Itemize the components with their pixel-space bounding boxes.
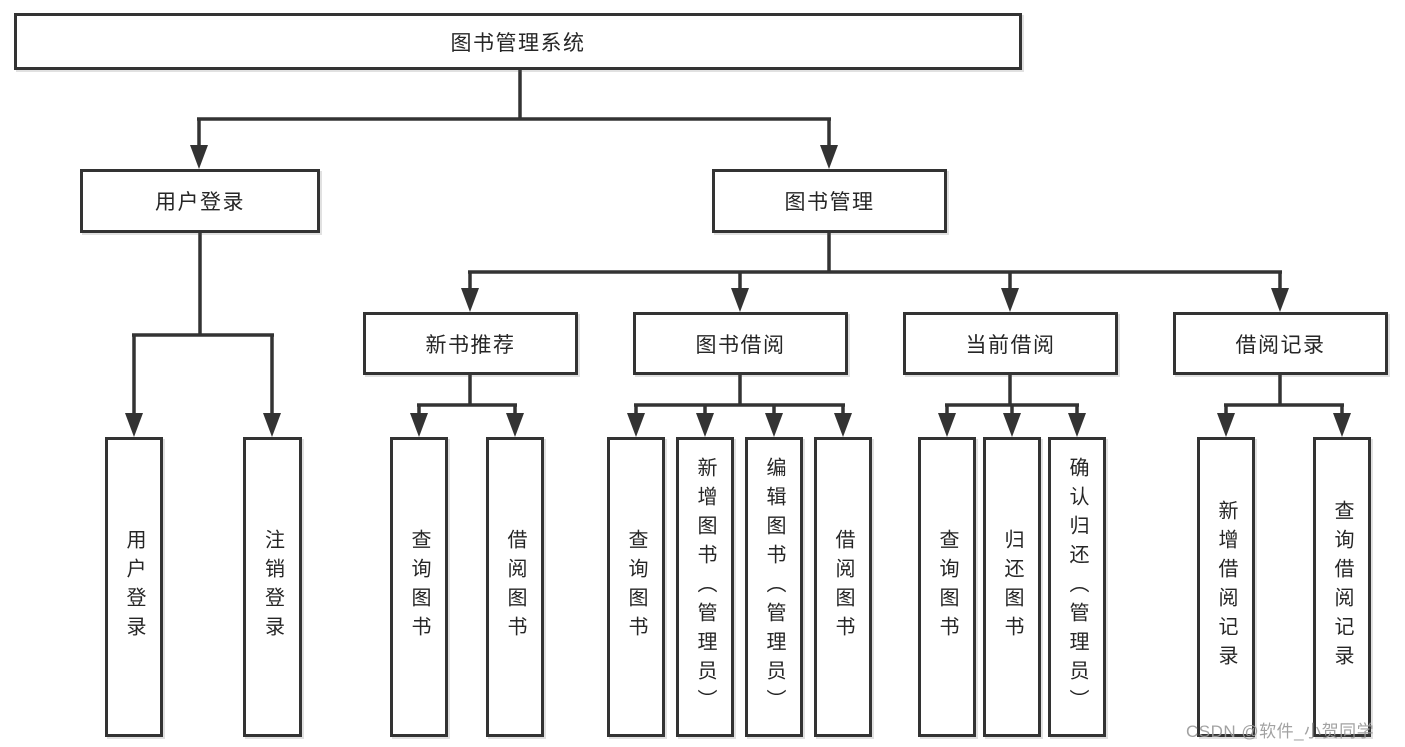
- node-label: 借阅记录: [1235, 333, 1326, 357]
- leaf-add-borrow-record: 新增借阅记录: [1197, 437, 1255, 737]
- leaf-user-login: 用户登录: [105, 437, 163, 737]
- node-label: 新增图书（管理员）: [694, 456, 716, 718]
- node-label: 新书推荐: [425, 333, 516, 357]
- connector-root-to-level2: [190, 68, 838, 169]
- leaf-return-books: 归还图书: [983, 437, 1041, 737]
- leaf-query-books-current: 查询图书: [918, 437, 976, 737]
- leaf-query-borrow-record: 查询借阅记录: [1313, 437, 1371, 737]
- node-label: 编辑图书（管理员）: [763, 456, 785, 718]
- connector-new-book-recommend-children: [410, 375, 524, 437]
- node-label: 归还图书: [1001, 529, 1023, 645]
- node-label: 查询图书: [408, 529, 430, 645]
- leaf-confirm-return-admin: 确认归还（管理员）: [1048, 437, 1106, 737]
- leaf-borrow-books-recommend: 借阅图书: [486, 437, 544, 737]
- csdn-watermark: CSDN @软件_小贺同学: [1186, 722, 1375, 741]
- connector-book-borrowing-children: [627, 375, 852, 437]
- leaf-query-books-recommend: 查询图书: [390, 437, 448, 737]
- node-label: 新增借阅记录: [1215, 500, 1237, 674]
- leaf-logout: 注销登录: [243, 437, 302, 737]
- node-label: 图书借阅: [695, 333, 786, 357]
- node-current-borrowing: 当前借阅: [903, 312, 1118, 375]
- node-book-management: 图书管理: [712, 169, 947, 233]
- node-label: 借阅图书: [832, 529, 854, 645]
- node-book-borrowing: 图书借阅: [633, 312, 848, 375]
- node-label: 图书管理系统: [450, 31, 586, 55]
- leaf-borrow-books-borrowing: 借阅图书: [814, 437, 872, 737]
- node-label: 查询图书: [625, 529, 647, 645]
- node-borrow-records: 借阅记录: [1173, 312, 1388, 375]
- leaf-add-book-admin: 新增图书（管理员）: [676, 437, 734, 737]
- connector-user-login-children: [125, 233, 281, 437]
- node-label: 查询图书: [936, 529, 958, 645]
- node-user-login: 用户登录: [80, 169, 320, 233]
- node-label: 查询借阅记录: [1331, 500, 1353, 674]
- node-label: 注销登录: [261, 529, 284, 645]
- connector-book-management-children: [461, 233, 1289, 312]
- node-label: 用户登录: [123, 529, 145, 645]
- node-new-book-recommend: 新书推荐: [363, 312, 578, 375]
- leaf-edit-book-admin: 编辑图书（管理员）: [745, 437, 803, 737]
- node-label: 用户登录: [155, 191, 245, 214]
- node-label: 当前借阅: [965, 333, 1056, 357]
- node-label: 借阅图书: [504, 529, 526, 645]
- leaf-query-books-borrowing: 查询图书: [607, 437, 665, 737]
- connector-borrow-records-children: [1217, 375, 1351, 437]
- node-label: 图书管理: [784, 191, 875, 214]
- node-label: 确认归还（管理员）: [1066, 456, 1088, 718]
- connector-current-borrowing-children: [938, 375, 1086, 437]
- node-library-system: 图书管理系统: [14, 13, 1022, 70]
